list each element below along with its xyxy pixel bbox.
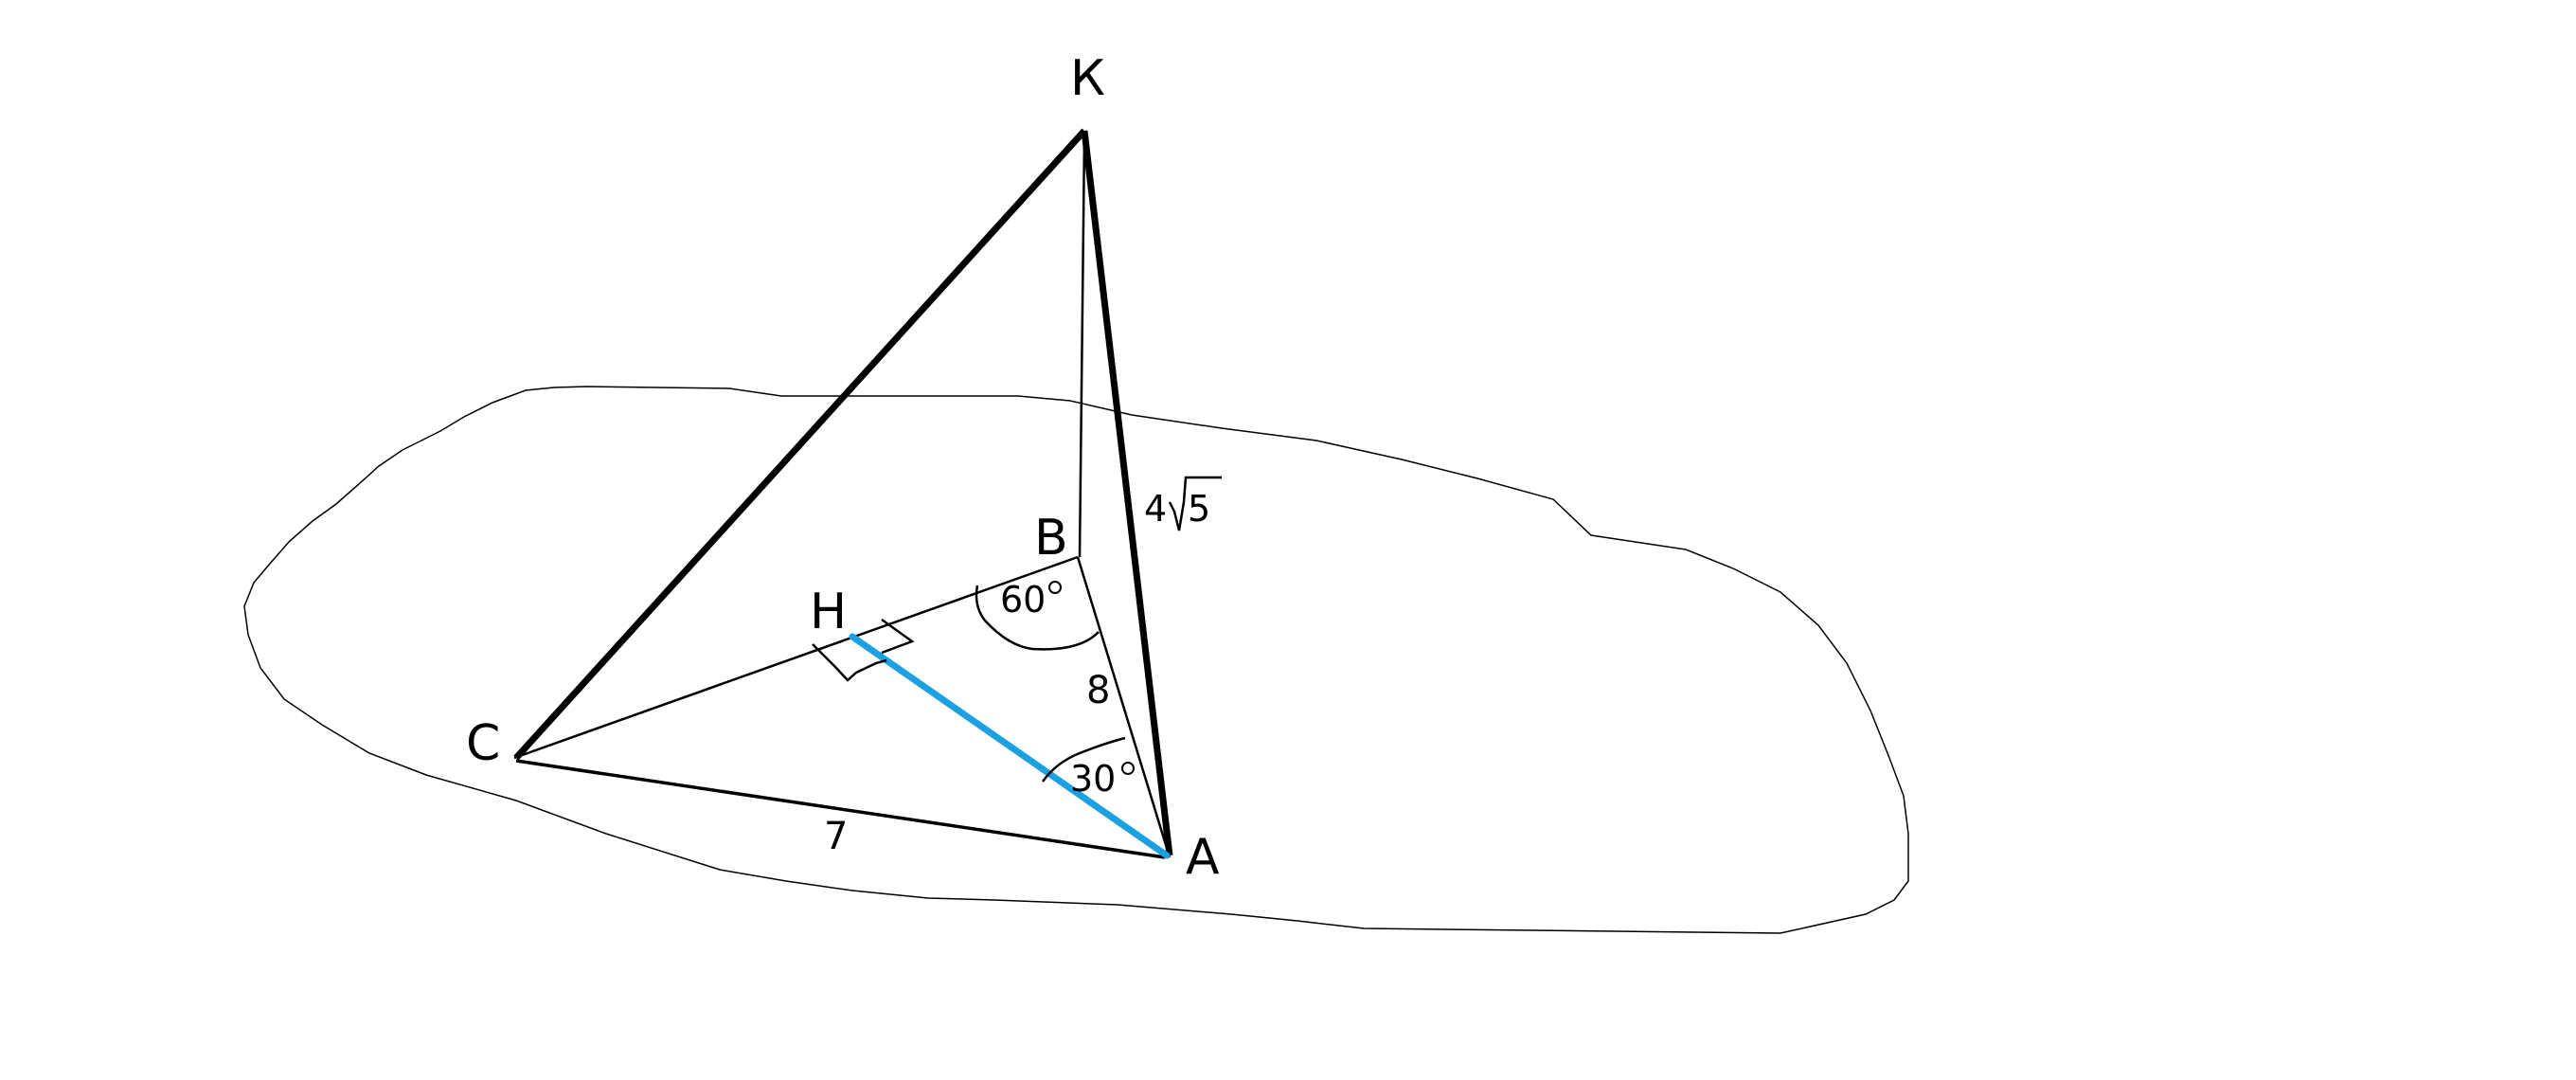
sqrt-sign-icon xyxy=(1168,476,1222,531)
length-label-KA-radicand: 5 xyxy=(1188,488,1210,530)
edge-KB xyxy=(1078,136,1086,558)
vertex-label-K: К xyxy=(1070,50,1105,107)
vertex-label-B: B xyxy=(1034,510,1068,567)
edge-BC xyxy=(513,555,1079,760)
length-label-BA: 8 xyxy=(1086,669,1110,712)
length-label-KA-coef: 4 xyxy=(1144,488,1167,530)
edge-CA xyxy=(515,759,1166,859)
angle-arc-A xyxy=(1041,736,1126,783)
angle-arc-B xyxy=(975,585,1100,651)
right-angle-mark xyxy=(881,618,915,655)
degree-symbol-A xyxy=(1121,762,1135,775)
degree-symbol-B xyxy=(1048,581,1062,594)
plane-outline xyxy=(243,386,1909,934)
edge-KA xyxy=(1081,130,1173,856)
length-label-CA: 7 xyxy=(824,815,848,858)
angle-label-A: 30 xyxy=(1070,758,1116,800)
vertex-label-A: A xyxy=(1186,829,1220,886)
vertex-label-C: C xyxy=(466,715,500,772)
altitude-AH xyxy=(849,633,1171,859)
edge-KC xyxy=(513,128,1087,761)
right-angle-mark-2 xyxy=(812,643,887,682)
vertex-label-H: H xyxy=(810,584,847,640)
angle-label-B: 60 xyxy=(1000,579,1046,621)
edge-BA xyxy=(1076,556,1172,858)
